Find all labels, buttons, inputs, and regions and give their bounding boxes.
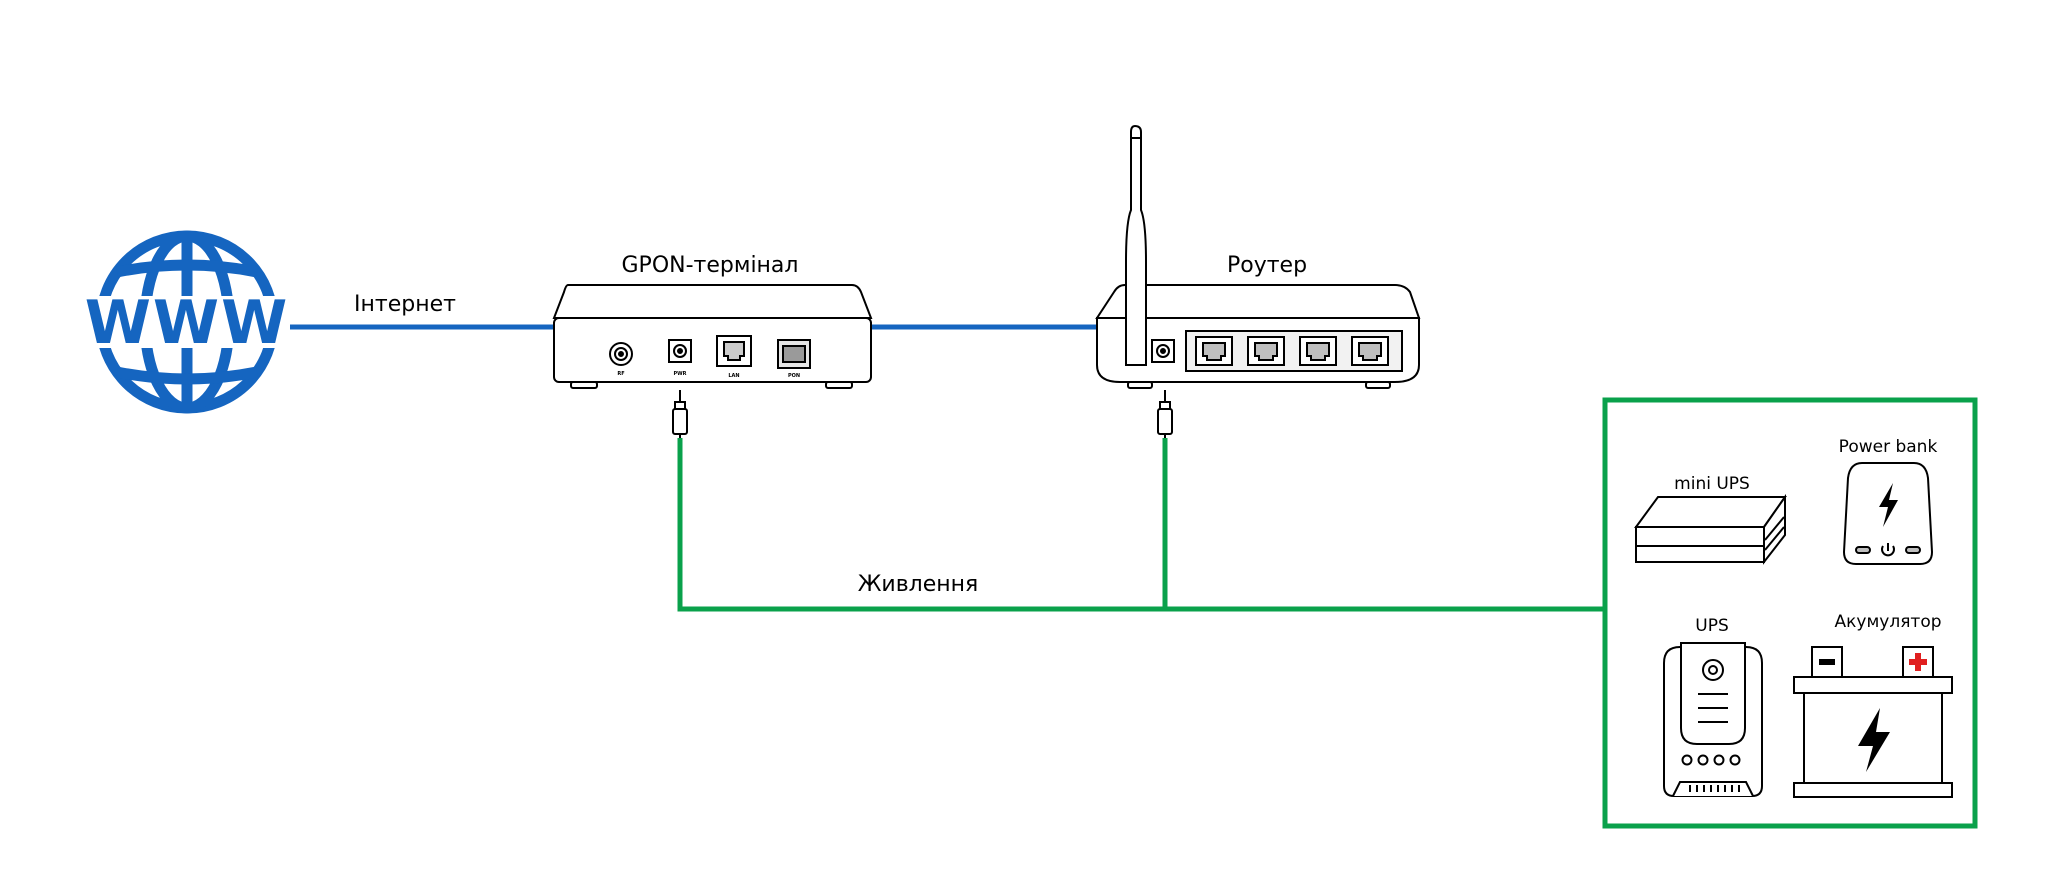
- mini-ups-label: mini UPS: [1674, 474, 1750, 494]
- gpon-port-lan: LAN: [728, 373, 739, 379]
- router-power-plug: [1157, 390, 1173, 438]
- power-bank-bolt-icon: [1879, 483, 1898, 527]
- router-label: Роутер: [1227, 253, 1307, 278]
- gpon-terminal-icon: [552, 284, 873, 389]
- power-bank-label: Power bank: [1839, 437, 1938, 457]
- globe-www-band: [95, 296, 280, 348]
- gpon-label: GPON-термінал: [622, 253, 799, 278]
- ups-icon: [1663, 642, 1763, 797]
- gpon-port-pon: PON: [788, 373, 800, 379]
- battery-plus-icon: [1909, 653, 1927, 671]
- router-antenna-icon: [1125, 124, 1147, 366]
- power-lines: [677, 438, 1605, 612]
- mini-ups-icon: [1634, 493, 1787, 565]
- gpon-port-rf: RF: [617, 371, 624, 377]
- gpon-power-plug: [672, 390, 688, 438]
- ups-label: UPS: [1695, 616, 1729, 636]
- router-icon: [1095, 284, 1421, 389]
- power-label: Живлення: [858, 572, 979, 597]
- battery-label: Акумулятор: [1834, 612, 1941, 632]
- globe-www-text: WWW: [85, 288, 290, 358]
- power-sources-box: [1602, 397, 1978, 829]
- battery-minus-icon: [1819, 659, 1835, 665]
- battery-bolt-icon: [1858, 708, 1890, 772]
- gpon-port-pwr: PWR: [673, 371, 686, 377]
- internet-label: Інтернет: [354, 292, 456, 317]
